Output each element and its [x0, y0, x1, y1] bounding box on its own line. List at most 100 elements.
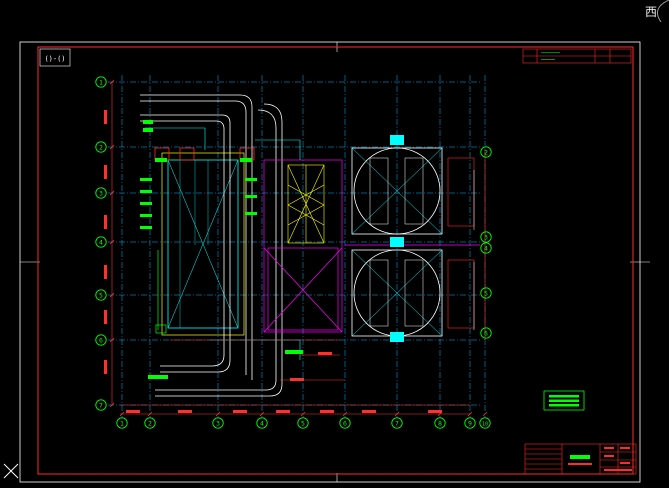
legend-box: [543, 390, 585, 411]
dimension-tick: [259, 411, 265, 417]
axis-bubble-bottom-circle: [297, 417, 309, 429]
axis-bubble-left-label: 3: [99, 189, 103, 197]
equipment-markers: [154, 147, 255, 161]
economizer-truss: [287, 164, 325, 244]
axis-bubble-right-label: 3: [484, 233, 488, 241]
title-block: [524, 443, 637, 475]
axis-bubble-right-circle: [480, 287, 492, 299]
axis-bubble-bottom-label: 4: [260, 419, 264, 427]
dimension-tick: [342, 411, 348, 417]
dimension-tick: [109, 144, 115, 150]
axis-bubble-bottom-label: 5: [301, 419, 305, 427]
axis-bubble-bottom: 1: [116, 417, 128, 429]
axis-bubble-left-circle: [95, 236, 107, 248]
dimension-tick: [394, 411, 400, 417]
axis-bubble-bottom-circle: [212, 417, 224, 429]
axis-bubble-bottom-label: 10: [482, 421, 488, 427]
dimension-tick: [482, 411, 488, 417]
dimension-tick: [109, 292, 115, 298]
annotation-blocks: [140, 178, 303, 379]
axis-bubble-left-circle: [95, 399, 107, 411]
axis-bubble-left-circle: [95, 289, 107, 301]
axis-grid: [108, 75, 486, 418]
axis-bubble-left-label: 4: [99, 238, 103, 246]
axis-bubble-bottom-circle: [434, 417, 446, 429]
axis-bubble-bottom-label: 9: [468, 419, 472, 427]
view-label-box: ()-(): [39, 48, 71, 67]
axis-bubble-bottom: 7: [391, 417, 403, 429]
axis-markers-left: 1 2 3 4 5 6 7: [95, 76, 107, 411]
axis-bubble-left: 2: [95, 141, 107, 153]
dimension-tick: [109, 190, 115, 196]
boiler-body: [161, 152, 245, 336]
dimension-tick: [109, 239, 115, 245]
axis-bubble-right: 3: [480, 231, 492, 243]
axis-bubble-right-label: 5: [484, 289, 488, 297]
axis-bubble-bottom-circle: [116, 417, 128, 429]
axis-bubble-left-circle: [95, 141, 107, 153]
dimension-tick: [109, 402, 115, 408]
dimension-text-blocks: [104, 110, 442, 413]
axis-bubble-right-circle: [480, 327, 492, 339]
revision-table: [522, 48, 632, 64]
axis-bubble-left-label: 2: [99, 143, 103, 151]
axis-bubble-bottom: 10: [479, 417, 491, 429]
drawing-border: [37, 46, 634, 475]
compass-west-label[interactable]: 西: [645, 5, 658, 19]
viewcube-icon[interactable]: [639, 0, 669, 22]
dimension-tick: [215, 411, 221, 417]
green-column: [155, 250, 167, 334]
axis-bubble-bottom-circle: [479, 417, 491, 429]
axis-bubble-right: 5: [480, 287, 492, 299]
dimension-tick: [300, 411, 306, 417]
flue-ducts: [140, 94, 283, 397]
axis-bubble-bottom-circle: [391, 417, 403, 429]
axis-bubble-bottom-label: 8: [438, 419, 442, 427]
axis-bubble-right-label: 2: [484, 148, 488, 156]
axis-bubble-bottom-label: 6: [343, 419, 347, 427]
axis-bubble-bottom-label: 7: [395, 419, 399, 427]
dimension-tick: [109, 337, 115, 343]
axis-bubble-right-label: 4: [484, 244, 488, 252]
axis-bubble-right: 2: [480, 146, 492, 158]
dimension-tick: [467, 411, 473, 417]
axis-bubble-bottom-circle: [339, 417, 351, 429]
axis-bubble-left-label: 1: [99, 78, 103, 86]
axis-bubble-bottom: 9: [464, 417, 476, 429]
ucs-icon: [3, 463, 19, 479]
viewport-marks: [20, 42, 650, 482]
precipitator-upper: [351, 147, 475, 235]
axis-bubble-left: 5: [95, 289, 107, 301]
view-label: ()-(): [44, 55, 65, 63]
dimension-tick: [119, 411, 125, 417]
precipitator-connectors: [390, 135, 404, 342]
heat-exchanger: [263, 159, 480, 333]
axis-bubble-left-label: 7: [99, 401, 103, 409]
axis-bubble-left-circle: [95, 187, 107, 199]
axis-bubble-bottom: 4: [256, 417, 268, 429]
axis-bubble-right-label: 6: [484, 329, 488, 337]
dimension-tick: [109, 79, 115, 85]
axis-bubble-left: 4: [95, 236, 107, 248]
axis-bubble-bottom-circle: [464, 417, 476, 429]
precipitator-lower: [351, 249, 475, 337]
axis-bubble-right-circle: [480, 231, 492, 243]
axis-bubble-right: 4: [480, 242, 492, 254]
axis-bubble-bottom-circle: [256, 417, 268, 429]
axis-bubble-bottom-circle: [144, 417, 156, 429]
axis-bubble-left: 1: [95, 76, 107, 88]
green-labels: [143, 120, 252, 162]
axis-markers-bottom: 1 2 3 4 5 6 7 8 9 10: [116, 417, 491, 429]
axis-bubble-bottom-label: 2: [148, 419, 152, 427]
axis-bubble-left: 6: [95, 334, 107, 346]
axis-bubble-left-circle: [95, 334, 107, 346]
axis-bubble-left: 7: [95, 399, 107, 411]
dimension-ticks: [109, 79, 488, 417]
axis-bubble-bottom-label: 3: [216, 419, 220, 427]
axis-markers-right: 2 3 4 5 6: [480, 146, 492, 339]
axis-bubble-bottom: 6: [339, 417, 351, 429]
axis-bubble-right: 6: [480, 327, 492, 339]
axis-bubble-bottom: 3: [212, 417, 224, 429]
axis-bubble-bottom: 8: [434, 417, 446, 429]
